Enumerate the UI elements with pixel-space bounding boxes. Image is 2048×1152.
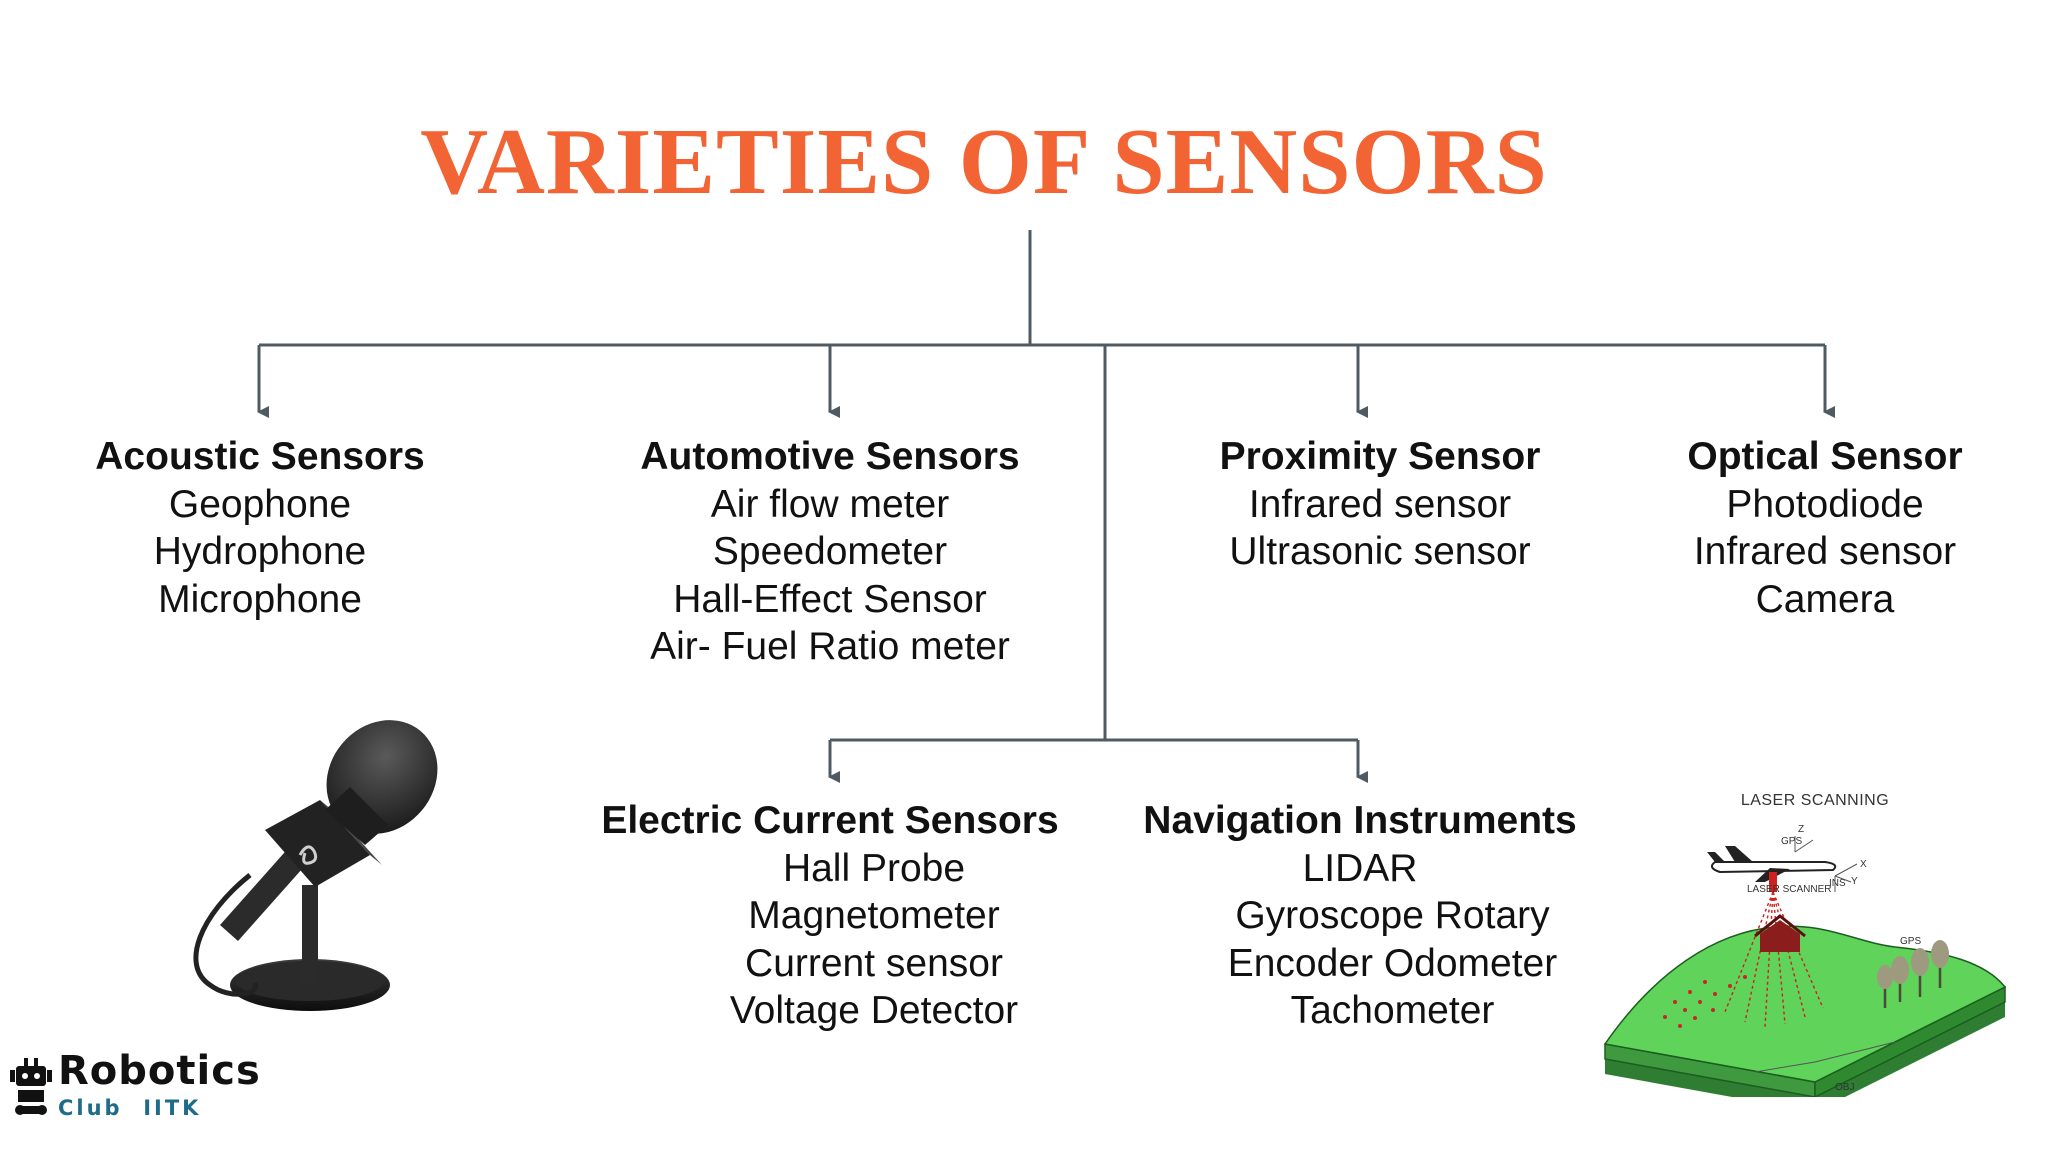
list-item: Encoder Odometer xyxy=(1227,941,1558,985)
list-item: Infrared sensor xyxy=(1693,530,1957,573)
group-heading: Proximity Sensor xyxy=(1219,435,1541,478)
list-item: Camera xyxy=(1755,577,1895,621)
list-item: Photodiode xyxy=(1726,482,1924,526)
list-item: LIDAR xyxy=(1302,846,1418,890)
group-heading: Optical Sensor xyxy=(1687,435,1963,478)
group-optical: Optical Sensor Photodiode Infrared senso… xyxy=(1640,433,2010,623)
list-item: Tachometer xyxy=(1290,989,1495,1032)
group-heading: Navigation Instruments xyxy=(1143,799,1577,842)
list-item: Geophone xyxy=(168,482,352,526)
label-z: Z xyxy=(1798,824,1804,835)
list-item: Hydrophone xyxy=(153,530,367,573)
list-item: Air- Fuel Ratio meter xyxy=(650,625,1010,668)
group-automotive: Automotive Sensors Air flow meter Speedo… xyxy=(610,433,1050,671)
list-item: Ultrasonic sensor xyxy=(1229,530,1531,573)
group-acoustic: Acoustic Sensors Geophone Hydrophone Mic… xyxy=(60,433,460,623)
label-gps: GPS xyxy=(1781,836,1802,847)
list-item: Current sensor xyxy=(745,941,1003,985)
list-item: Voltage Detector xyxy=(729,989,1019,1032)
list-item: Infrared sensor xyxy=(1248,482,1512,526)
laser-scanning-illustration: GPS LASER SCANNER INS GPS X Y Z OBJ xyxy=(1603,824,2007,1097)
list-item: Microphone xyxy=(158,577,362,621)
logo-name: Robotics xyxy=(58,1048,261,1094)
list-item: Air flow meter xyxy=(710,482,950,526)
group-navigation: Navigation Instruments LIDAR Gyroscope R… xyxy=(1130,797,1590,1035)
logo-subtitle: Club IITK xyxy=(58,1096,202,1120)
list-item: Speedometer xyxy=(712,530,948,573)
list-item: Hall-Effect Sensor xyxy=(673,577,987,621)
robot-icon xyxy=(10,1058,52,1115)
label-x: X xyxy=(1860,859,1867,870)
label-gps-ground: GPS xyxy=(1900,936,1921,947)
group-heading: Acoustic Sensors xyxy=(95,435,425,478)
list-item: Hall Probe xyxy=(782,846,966,890)
label-obj: OBJ xyxy=(1835,1082,1854,1093)
group-heading: Electric Current Sensors xyxy=(601,799,1059,842)
label-laser-scanner: LASER SCANNER xyxy=(1747,884,1831,895)
page-title: VARIETIES OF SENSORS xyxy=(420,110,1548,214)
group-proximity: Proximity Sensor Infrared sensor Ultraso… xyxy=(1160,433,1600,576)
label-ins: INS xyxy=(1829,878,1846,889)
robotics-club-logo: Robotics Club IITK xyxy=(8,1048,298,1124)
group-heading: Automotive Sensors xyxy=(640,435,1020,478)
microphone-illustration xyxy=(193,720,438,1011)
list-item: Magnetometer xyxy=(748,894,1000,937)
laser-scanning-title: LASER SCANNING xyxy=(1740,792,1890,809)
list-item: Gyroscope Rotary xyxy=(1235,894,1550,937)
label-y: Y xyxy=(1851,876,1858,887)
group-electric: Electric Current Sensors Hall Probe Magn… xyxy=(580,797,1080,1035)
